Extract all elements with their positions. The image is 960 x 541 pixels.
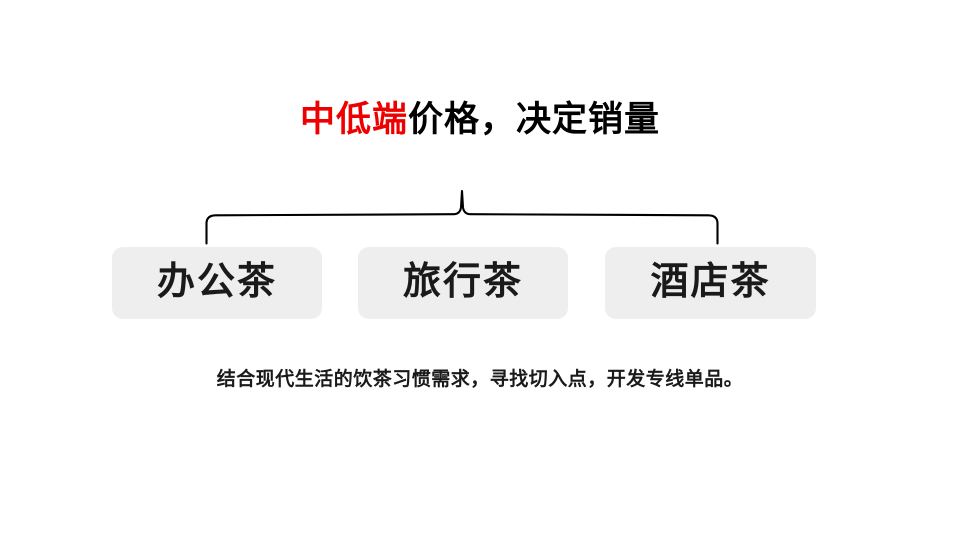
category-box-label: 旅行茶	[402, 261, 523, 303]
brace-connector	[196, 186, 728, 248]
caption-text: 结合现代生活的饮茶习惯需求，寻找切入点，开发专线单品。	[216, 369, 744, 390]
category-box-row: 办公茶 旅行茶 酒店茶	[112, 247, 816, 319]
category-box-office-tea[interactable]: 办公茶	[112, 247, 322, 319]
category-box-hotel-tea[interactable]: 酒店茶	[605, 247, 816, 319]
title-highlight-text: 中低端	[299, 100, 408, 139]
category-box-label: 酒店茶	[650, 261, 771, 303]
title-rest-text: 价格，决定销量	[408, 100, 661, 139]
category-box-travel-tea[interactable]: 旅行茶	[358, 247, 568, 319]
page-title: 中低端价格，决定销量	[0, 98, 960, 142]
category-box-label: 办公茶	[156, 261, 277, 303]
curly-brace-down-icon	[205, 189, 719, 245]
